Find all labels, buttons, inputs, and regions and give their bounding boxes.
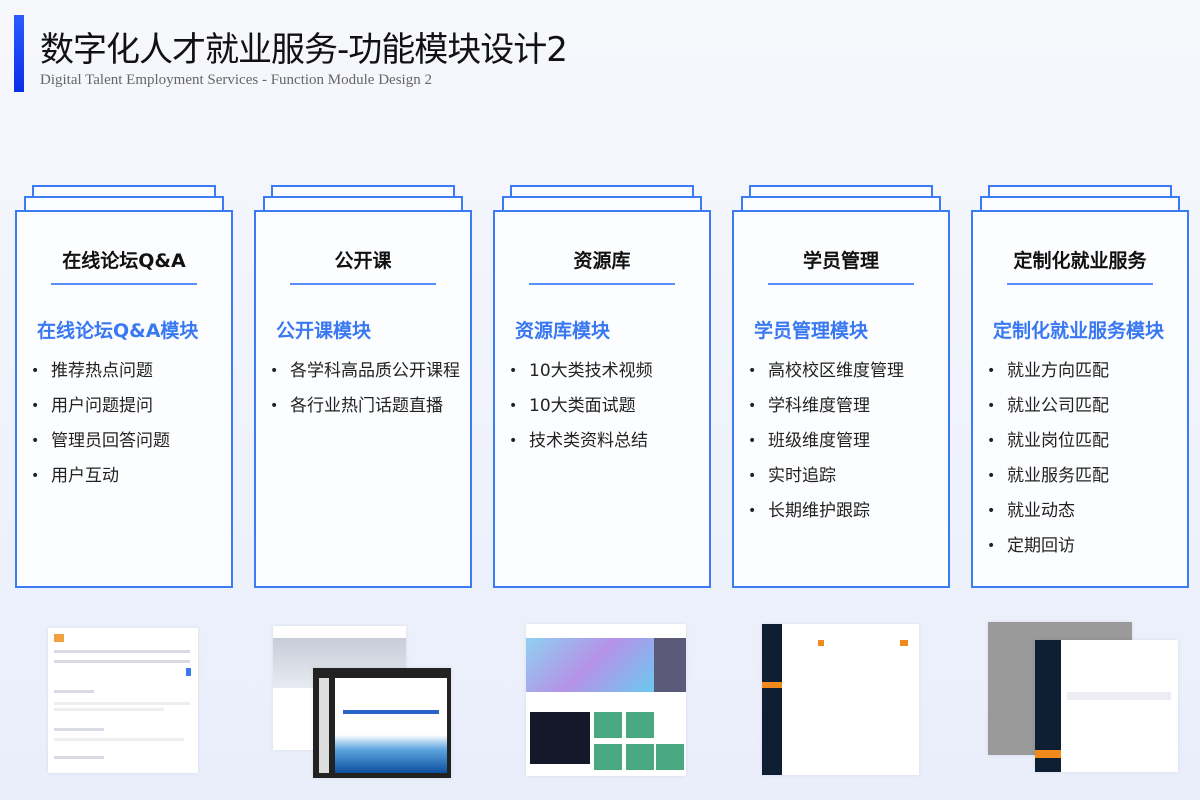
card-tab-back (749, 185, 933, 199)
feature-item: 就业服务匹配 (987, 459, 1177, 494)
feature-item: 高校校区维度管理 (748, 354, 938, 389)
feature-list: 高校校区维度管理学科维度管理班级维度管理实时追踪长期维护跟踪 (748, 354, 938, 529)
feature-item: 就业动态 (987, 494, 1177, 529)
card-tab-back (988, 185, 1172, 199)
card-divider (51, 283, 197, 285)
feature-list: 各学科高品质公开课程各行业热门话题直播 (270, 354, 460, 424)
module-card-forum-qa: 在线论坛Q&A 在线论坛Q&A模块 推荐热点问题用户问题提问管理员回答问题用户互… (15, 210, 233, 588)
card-tab-middle (263, 196, 463, 211)
feature-list: 推荐热点问题用户问题提问管理员回答问题用户互动 (31, 354, 221, 494)
feature-item: 各学科高品质公开课程 (270, 354, 460, 389)
module-card-student-management: 学员管理 学员管理模块 高校校区维度管理学科维度管理班级维度管理实时追踪长期维护… (732, 210, 950, 588)
module-heading: 在线论坛Q&A模块 (37, 320, 199, 342)
feature-item: 推荐热点问题 (31, 354, 221, 389)
card-tab-back (32, 185, 216, 199)
module-card-open-course: 公开课 公开课模块 各学科高品质公开课程各行业热门话题直播 (254, 210, 472, 588)
card-tab-middle (502, 196, 702, 211)
feature-item: 班级维度管理 (748, 424, 938, 459)
card-divider (768, 283, 914, 285)
feature-list: 10大类技术视频10大类面试题技术类资料总结 (509, 354, 699, 459)
feature-item: 用户互动 (31, 459, 221, 494)
card-tab-middle (741, 196, 941, 211)
feature-item: 10大类技术视频 (509, 354, 699, 389)
resource-library-screenshot (526, 624, 686, 776)
module-heading: 资源库模块 (515, 320, 611, 342)
card-divider (290, 283, 436, 285)
feature-item: 就业公司匹配 (987, 389, 1177, 424)
feature-item: 用户问题提问 (31, 389, 221, 424)
page-title: 数字化人才就业服务-功能模块设计2 (40, 30, 568, 70)
card-title: 资源库 (573, 250, 631, 272)
card-divider (1007, 283, 1153, 285)
card-title: 学员管理 (802, 250, 879, 272)
feature-list: 就业方向匹配就业公司匹配就业岗位匹配就业服务匹配就业动态定期回访 (987, 354, 1177, 564)
feature-item: 10大类面试题 (509, 389, 699, 424)
card-divider (529, 283, 675, 285)
feature-item: 各行业热门话题直播 (270, 389, 460, 424)
feature-item: 定期回访 (987, 529, 1177, 564)
card-tab-back (510, 185, 694, 199)
feature-item: 就业岗位匹配 (987, 424, 1177, 459)
card-tab-back (271, 185, 455, 199)
forum-screenshot (48, 628, 198, 773)
feature-item: 管理员回答问题 (31, 424, 221, 459)
card-title: 公开课 (334, 250, 392, 272)
module-heading: 学员管理模块 (754, 320, 869, 342)
feature-item: 技术类资料总结 (509, 424, 699, 459)
card-tab-middle (24, 196, 224, 211)
feature-item: 实时追踪 (748, 459, 938, 494)
module-heading: 公开课模块 (276, 320, 372, 342)
feature-item: 学科维度管理 (748, 389, 938, 424)
feature-item: 就业方向匹配 (987, 354, 1177, 389)
module-card-custom-employment: 定制化就业服务 定制化就业服务模块 就业方向匹配就业公司匹配就业岗位匹配就业服务… (971, 210, 1189, 588)
card-title: 在线论坛Q&A (62, 250, 186, 272)
title-accent-bar (14, 15, 24, 92)
student-management-screenshot (762, 624, 919, 775)
card-title: 定制化就业服务 (1013, 250, 1147, 272)
feature-item: 长期维护跟踪 (748, 494, 938, 529)
module-heading: 定制化就业服务模块 (993, 320, 1165, 342)
live-video-screenshot (313, 668, 451, 778)
page-subtitle: Digital Talent Employment Services - Fun… (40, 72, 432, 88)
employment-detail-screenshot (1035, 640, 1178, 772)
module-card-resource-library: 资源库 资源库模块 10大类技术视频10大类面试题技术类资料总结 (493, 210, 711, 588)
card-tab-middle (980, 196, 1180, 211)
